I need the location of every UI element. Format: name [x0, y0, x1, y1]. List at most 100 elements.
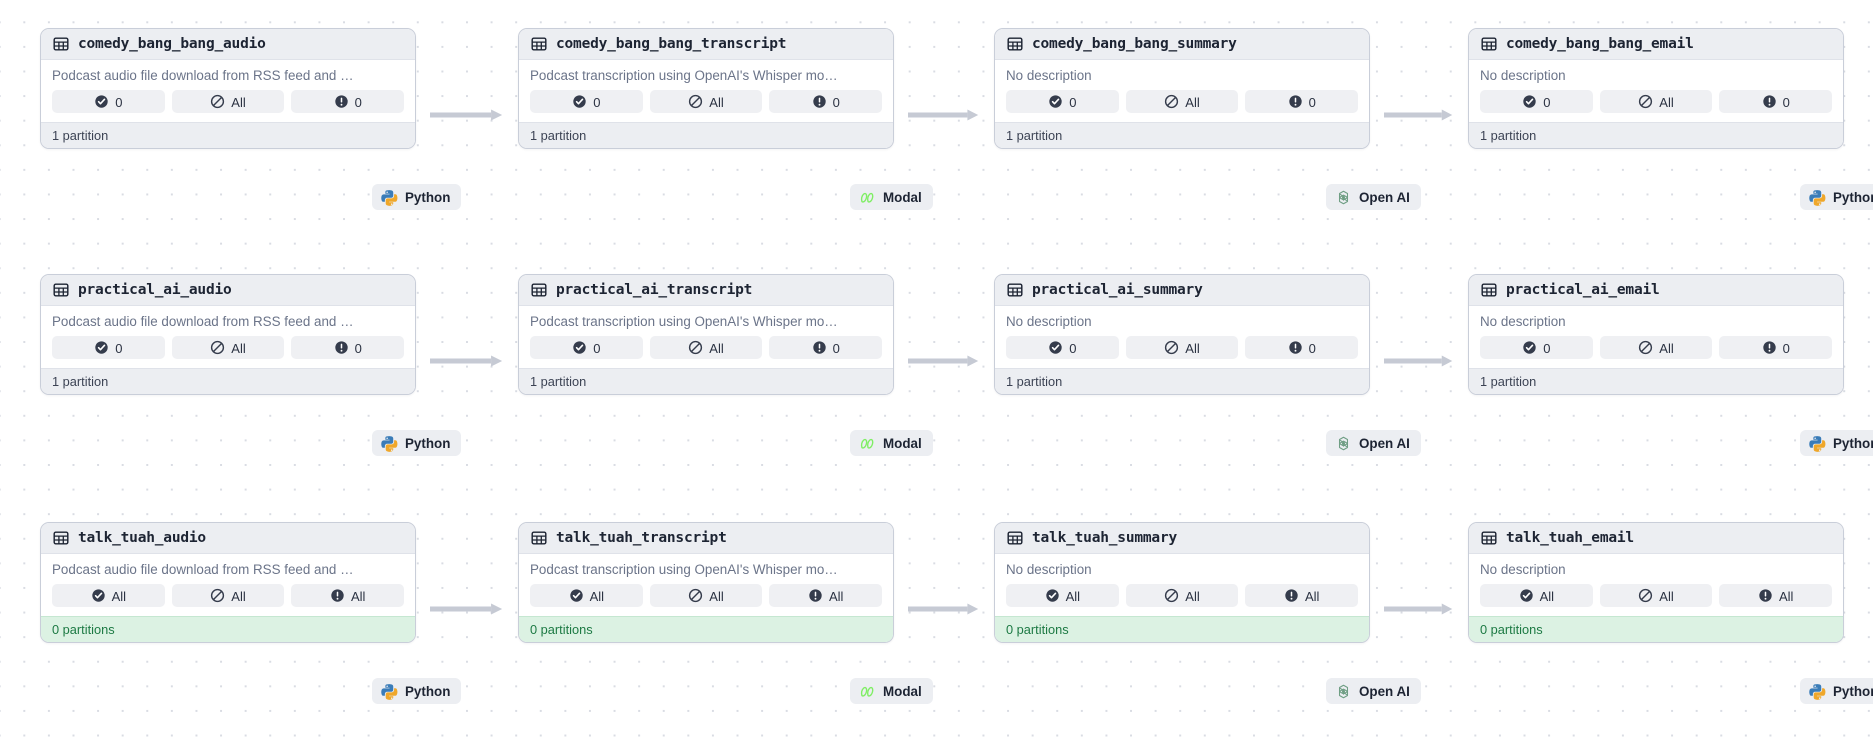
integration-badge[interactable]: Python	[1800, 184, 1873, 210]
asset-node-description: Podcast transcription using OpenAI's Whi…	[530, 314, 838, 329]
integration-badge[interactable]: Open AI	[1326, 430, 1421, 456]
asset-stat[interactable]: All	[1245, 584, 1359, 607]
asset-stat[interactable]: All	[649, 90, 763, 113]
asset-node-header[interactable]: talk_tuah_transcript	[519, 523, 893, 554]
asset-stat[interactable]: 0	[52, 90, 165, 113]
asset-stat[interactable]: 0	[1480, 336, 1593, 359]
asset-stat[interactable]: 0	[291, 336, 405, 359]
asset-stat[interactable]: All	[1125, 336, 1239, 359]
integration-badge[interactable]: Python	[372, 678, 462, 704]
asset-stat[interactable]: All	[1599, 584, 1713, 607]
asset-stat[interactable]: All	[1599, 90, 1713, 113]
integration-badge[interactable]: Python	[372, 184, 462, 210]
asset-stat-value: 0	[832, 340, 840, 356]
asset-stat[interactable]: All	[1480, 584, 1593, 607]
edge-arrow	[430, 354, 504, 368]
asset-stat[interactable]: All	[171, 336, 285, 359]
asset-stat[interactable]: All	[1125, 90, 1239, 113]
asset-stat[interactable]: 0	[1719, 336, 1833, 359]
asset-node-header[interactable]: practical_ai_summary	[995, 275, 1369, 306]
asset-node-header[interactable]: comedy_bang_bang_audio	[41, 29, 415, 60]
asset-stat[interactable]: All	[171, 90, 285, 113]
asset-node-partitions[interactable]: 1 partition	[41, 368, 415, 394]
asset-stat[interactable]: All	[291, 584, 405, 607]
asset-node-header[interactable]: talk_tuah_audio	[41, 523, 415, 554]
asset-stat[interactable]: All	[1125, 584, 1239, 607]
integration-badge[interactable]: Modal	[850, 430, 933, 456]
edge-arrow	[908, 108, 980, 122]
integration-badge[interactable]: Open AI	[1326, 184, 1421, 210]
asset-stat[interactable]: 0	[291, 90, 405, 113]
asset-stat-row: 0 All 0	[52, 90, 405, 113]
asset-stat[interactable]: 0	[1006, 336, 1119, 359]
integration-badge[interactable]: Open AI	[1326, 678, 1421, 704]
asset-node-partitions[interactable]: 1 partition	[519, 368, 893, 394]
asset-node-partitions[interactable]: 1 partition	[995, 122, 1369, 148]
asset-stat[interactable]: All	[649, 584, 763, 607]
asset-stat[interactable]: All	[171, 584, 285, 607]
asset-stat[interactable]: 0	[1719, 90, 1833, 113]
asset-stat[interactable]: All	[1599, 336, 1713, 359]
integration-badge[interactable]: Modal	[850, 678, 933, 704]
asset-stat[interactable]: All	[649, 336, 763, 359]
asset-node-header[interactable]: comedy_bang_bang_email	[1469, 29, 1843, 60]
asset-node-partitions[interactable]: 1 partition	[1469, 122, 1843, 148]
asset-stat[interactable]: All	[1006, 584, 1119, 607]
asset-node-header[interactable]: practical_ai_email	[1469, 275, 1843, 306]
asset-node-header[interactable]: talk_tuah_summary	[995, 523, 1369, 554]
integration-badge-label: Open AI	[1359, 435, 1410, 451]
asset-stat-row: All All All	[52, 584, 405, 607]
asset-node-partitions[interactable]: 0 partitions	[519, 616, 893, 642]
asset-node-partitions[interactable]: 1 partition	[1469, 368, 1843, 394]
asset-stat[interactable]: 0	[769, 90, 883, 113]
check-circle-icon	[572, 340, 587, 355]
asset-node-title: talk_tuah_email	[1506, 530, 1634, 546]
asset-stat[interactable]: All	[530, 584, 643, 607]
integration-badge[interactable]: Python	[1800, 678, 1873, 704]
asset-stat[interactable]: 0	[530, 90, 643, 113]
asset-node-partitions[interactable]: 0 partitions	[41, 616, 415, 642]
asset-stat[interactable]: 0	[530, 336, 643, 359]
asset-node-partitions[interactable]: 0 partitions	[995, 616, 1369, 642]
asset-stat[interactable]: All	[52, 584, 165, 607]
asset-stat-value: All	[1185, 588, 1200, 604]
asset-stat[interactable]: 0	[1245, 336, 1359, 359]
integration-badge[interactable]: Python	[1800, 430, 1873, 456]
asset-node-header[interactable]: comedy_bang_bang_summary	[995, 29, 1369, 60]
asset-stat[interactable]: 0	[769, 336, 883, 359]
asset-stat-row: All All All	[530, 584, 883, 607]
asset-node-partitions[interactable]: 1 partition	[995, 368, 1369, 394]
integration-badge[interactable]: Modal	[850, 184, 933, 210]
asset-node-partitions[interactable]: 1 partition	[41, 122, 415, 148]
no-policy-icon	[210, 94, 225, 109]
no-policy-icon	[688, 94, 703, 109]
asset-node-header[interactable]: practical_ai_audio	[41, 275, 415, 306]
check-circle-icon	[1045, 588, 1060, 603]
asset-node-partitions[interactable]: 0 partitions	[1469, 616, 1843, 642]
asset-stat[interactable]: 0	[52, 336, 165, 359]
asset-stat[interactable]: All	[769, 584, 883, 607]
integration-badge[interactable]: Python	[372, 430, 462, 456]
asset-stat[interactable]: All	[1719, 584, 1833, 607]
asset-node-header[interactable]: talk_tuah_email	[1469, 523, 1843, 554]
asset-stat[interactable]: 0	[1245, 90, 1359, 113]
asset-stat[interactable]: 0	[1006, 90, 1119, 113]
asset-stat[interactable]: 0	[1480, 90, 1593, 113]
asset-node-partitions[interactable]: 1 partition	[519, 122, 893, 148]
asset-node-header[interactable]: practical_ai_transcript	[519, 275, 893, 306]
asset-node-header[interactable]: comedy_bang_bang_transcript	[519, 29, 893, 60]
no-policy-icon	[210, 588, 225, 603]
